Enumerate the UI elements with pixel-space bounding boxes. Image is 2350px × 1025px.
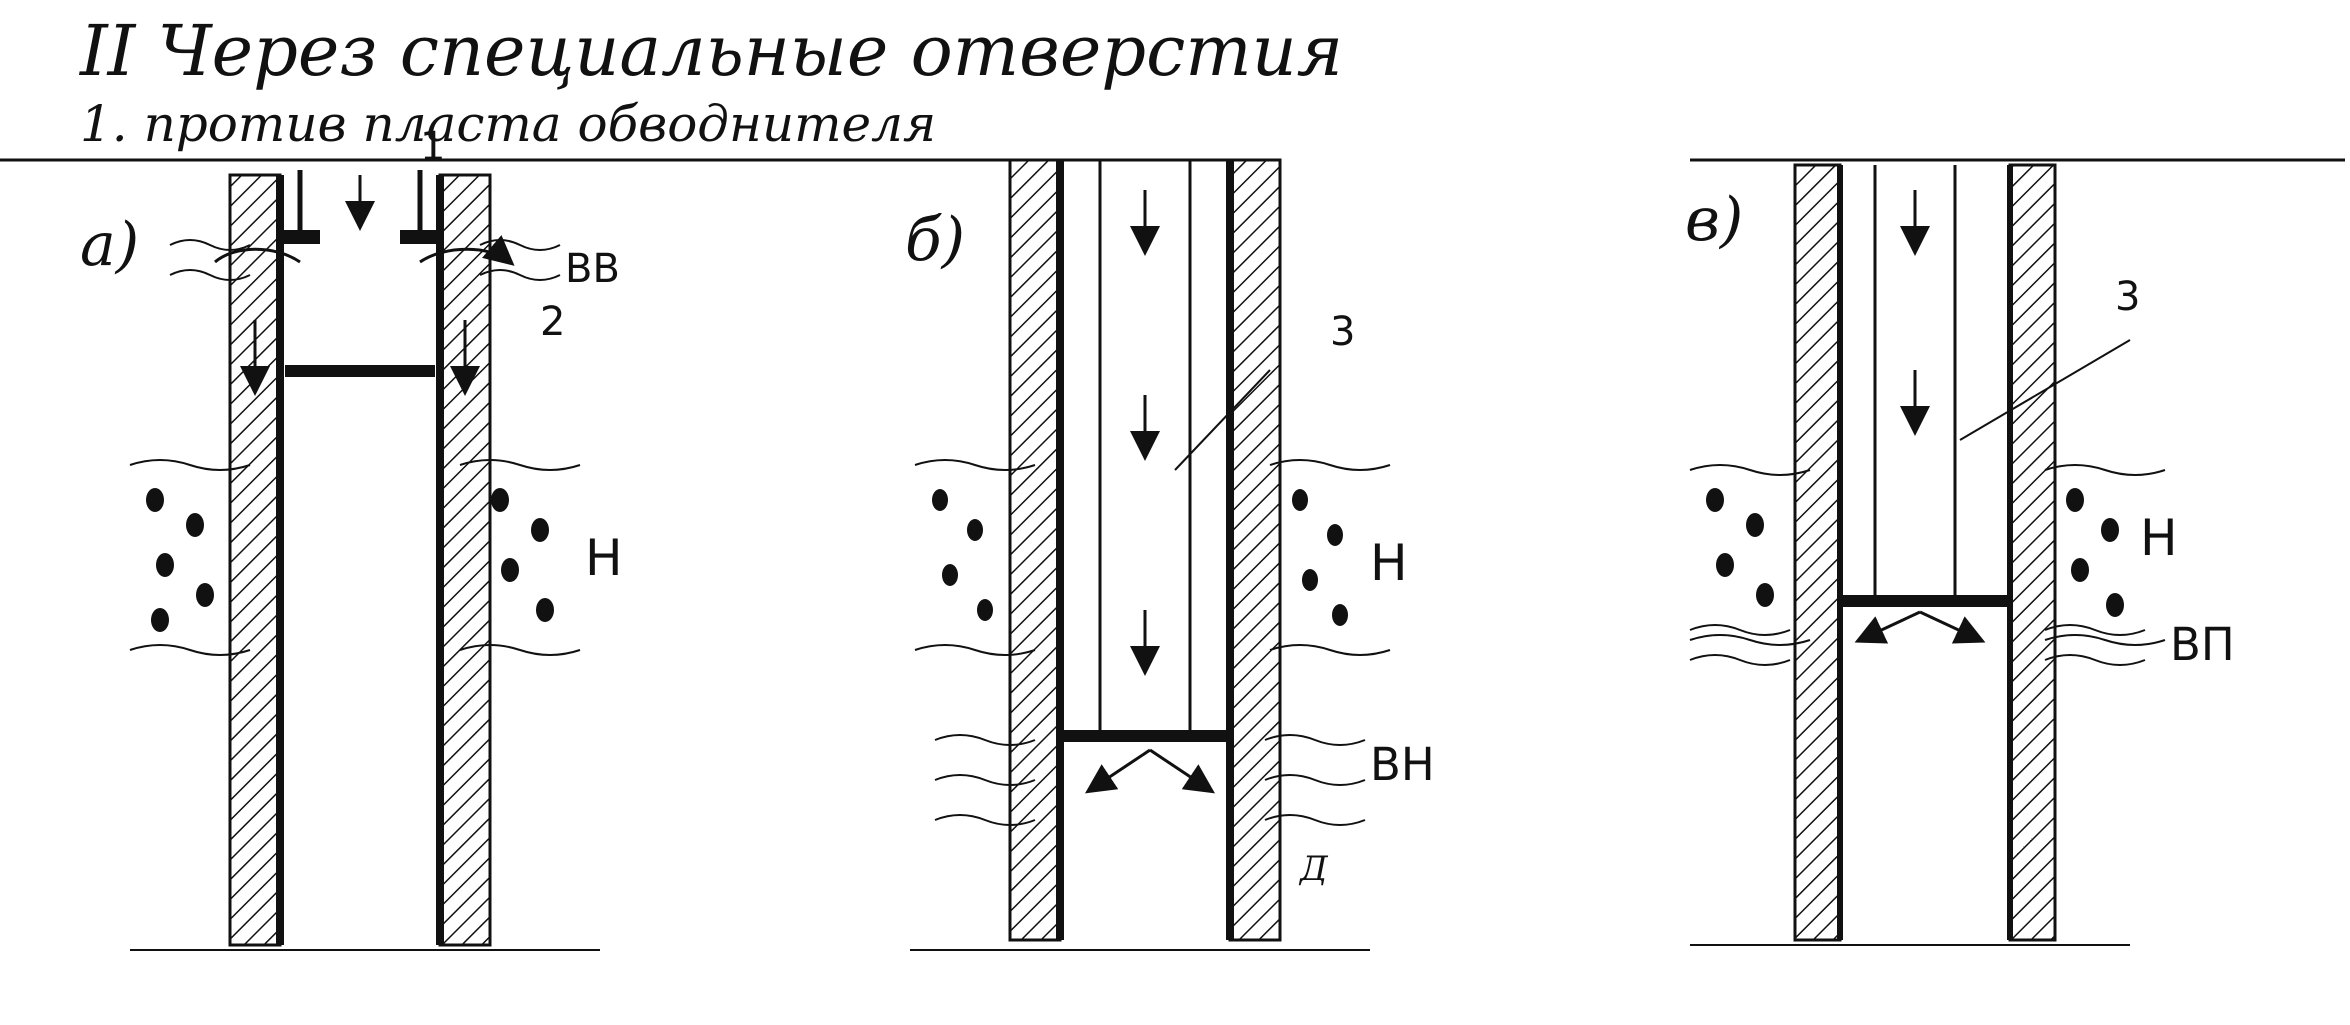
panel-b-arrow-spread-left [1085, 748, 1151, 794]
panel-c-oil-boundary-left [1689, 464, 1811, 646]
panel-b-label-n: Н [1370, 534, 1408, 592]
panel-a-label-vv: ВВ [565, 246, 620, 292]
panel-a-letter: а) [80, 210, 139, 280]
panel-a-number-1: 1 [420, 124, 445, 170]
panel-a-oil-boundary-right [459, 459, 581, 656]
panel-c-arrow-spread-right [1919, 610, 1986, 644]
panel-b-label-d: Д [1298, 849, 1329, 889]
panel-a-right-wall [438, 173, 492, 947]
panel-a-label-n: Н [585, 529, 623, 587]
panel-c-leader-3 [1959, 339, 2131, 441]
panel-a-water-right [479, 239, 561, 281]
panel-c-arrow-spread-left [1854, 610, 1921, 644]
panel-a-bridge-plug [285, 365, 435, 377]
panel-a-loop-left [214, 247, 301, 264]
panel-a-number-2: 2 [540, 299, 565, 345]
panel-b-right-wall [1228, 158, 1282, 942]
panel-c-letter: в) [1685, 185, 1743, 255]
panel-b: б) 3 Н ВН Д [905, 158, 1435, 942]
panel-c-label-n: Н [2140, 509, 2178, 567]
panel-b-gravel [932, 489, 1348, 626]
panel-b-left-wall [1008, 158, 1062, 942]
panel-c-oil-boundary-right [2044, 464, 2166, 646]
panel-a-packer-left [280, 230, 320, 244]
panel-a-oil-boundary-left [129, 459, 251, 656]
panel-a: а) 1 ВВ 2 Н [0, 124, 1230, 947]
panel-b-water-left [934, 734, 1036, 826]
heading-line-1: II Через специальные отверстия [80, 10, 1344, 92]
panel-b-water-right [1264, 734, 1366, 826]
panel-c: в) 3 Н ВП [1685, 158, 2345, 942]
panel-b-packer [1060, 730, 1230, 742]
panel-b-oil-boundary-left [914, 459, 1036, 656]
panel-a-water-left [169, 239, 251, 281]
panel-b-letter: б) [905, 205, 965, 275]
panel-c-water-left [1689, 624, 1791, 666]
panel-c-left-wall [1793, 163, 1842, 942]
panel-b-oil-boundary-right [1269, 459, 1391, 656]
panel-a-gravel [146, 488, 554, 632]
panel-a-left-wall [228, 173, 282, 947]
panel-b-leader-3 [1174, 369, 1271, 471]
panel-c-number-3: 3 [2115, 274, 2140, 320]
panel-c-water-right [2044, 624, 2146, 666]
panel-b-label-vn: ВН [1370, 738, 1435, 791]
panel-b-number-3: 3 [1330, 309, 1355, 355]
panel-b-arrow-spread-right [1149, 748, 1215, 794]
panel-c-packer [1840, 595, 2010, 607]
panel-c-label-vp: ВП [2170, 618, 2235, 671]
panel-c-right-wall [2008, 163, 2057, 942]
panel-a-loop-right [419, 235, 515, 266]
panel-c-gravel [1706, 488, 2124, 617]
heading-line-2: 1. против пласта обводнителя [80, 95, 937, 153]
panel-a-packer-right [400, 230, 440, 244]
